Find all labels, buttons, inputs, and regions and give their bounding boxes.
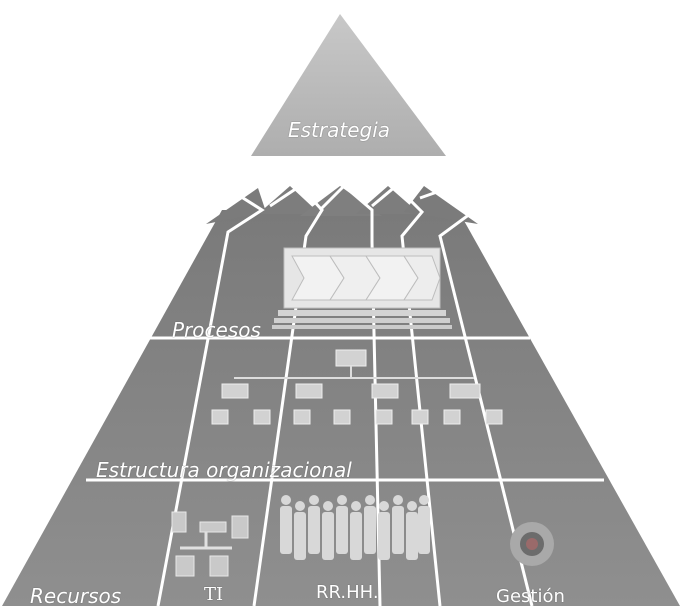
person-head [365,495,375,505]
arrow-lines [156,183,534,607]
arrow-head-5 [404,186,478,224]
person-head [281,495,291,505]
person-head [309,495,319,505]
person-body [336,506,348,554]
strategy-triangle [251,14,446,156]
label-estructura: Estructura organizacional [96,458,352,482]
it-network-icon [171,511,249,577]
org-chart-icon [211,349,503,425]
person-body [322,512,334,560]
arrow-head-2 [258,186,320,214]
target-icon [510,522,554,566]
person-body [418,506,430,554]
person-head [295,501,305,511]
person-body [350,512,362,560]
person-head [393,495,403,505]
person-body [280,506,292,554]
arrow-head-1 [206,188,266,224]
label-gestion: Gestión [496,586,565,607]
person-body [294,512,306,560]
person-head [351,501,361,511]
label-procesos: Procesos [172,318,261,342]
process-chevrons [272,247,452,329]
person-body [406,512,418,560]
person-head [407,501,417,511]
person-body [378,512,390,560]
people-icon [280,495,430,560]
arrow-head-4 [356,186,420,214]
label-estrategia: Estrategia [288,118,391,142]
label-ti: TI [204,584,224,605]
person-head [379,501,389,511]
label-recursos: Recursos [30,584,122,608]
person-head [323,501,333,511]
person-body [364,506,376,554]
person-head [419,495,429,505]
person-head [337,495,347,505]
person-body [392,506,404,554]
label-rrhh: RR.HH. [316,582,379,603]
person-body [308,506,320,554]
